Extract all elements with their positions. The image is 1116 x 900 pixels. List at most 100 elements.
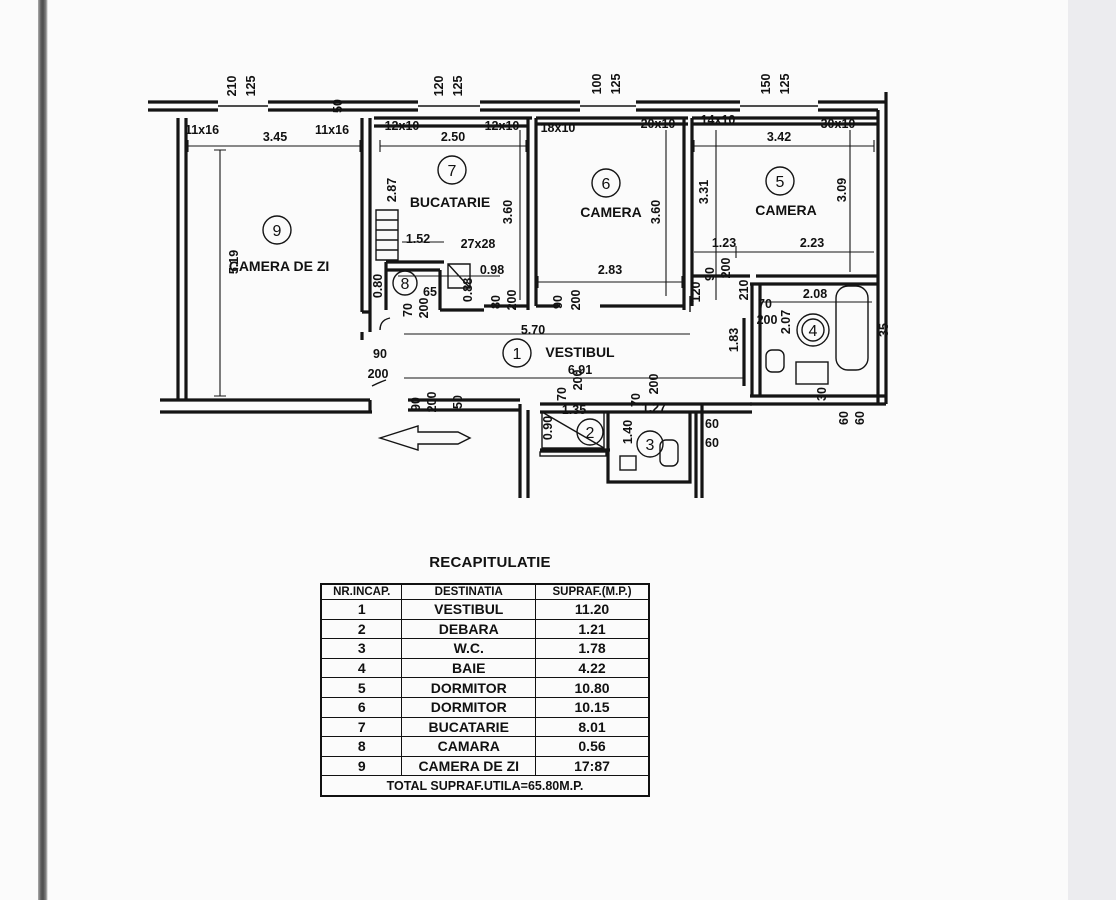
summary-total-row: TOTAL SUPRAF.UTILA=65.80M.P. xyxy=(320,775,650,797)
header-nr: NR.INCAP. xyxy=(320,583,403,600)
room-name-7: BUCATARIE xyxy=(410,194,490,210)
summary-total: TOTAL SUPRAF.UTILA=65.80M.P. xyxy=(320,775,650,797)
svg-text:1.52: 1.52 xyxy=(406,232,430,246)
outer-walls xyxy=(148,92,888,498)
svg-text:30x10: 30x10 xyxy=(821,117,856,131)
svg-text:3.09: 3.09 xyxy=(835,178,849,202)
svg-text:65: 65 xyxy=(423,285,437,299)
svg-text:70: 70 xyxy=(629,393,643,407)
svg-text:60: 60 xyxy=(705,417,719,431)
room-name-9: CAMERA DE ZI xyxy=(229,258,330,274)
svg-text:90: 90 xyxy=(551,295,565,309)
svg-text:80: 80 xyxy=(489,295,503,309)
floor-plan: 9 7 6 5 1 2 3 4 8 CAMERA DE ZI BUCATARIE… xyxy=(148,74,891,498)
binding-edge xyxy=(38,0,48,900)
svg-text:200: 200 xyxy=(417,298,431,319)
svg-text:90: 90 xyxy=(703,267,717,281)
svg-text:125: 125 xyxy=(451,76,465,97)
svg-text:3.60: 3.60 xyxy=(649,200,663,224)
svg-text:120: 120 xyxy=(432,76,446,97)
svg-text:90: 90 xyxy=(409,397,423,411)
svg-text:200: 200 xyxy=(368,367,389,381)
svg-text:14x10: 14x10 xyxy=(701,113,736,127)
svg-text:1.40: 1.40 xyxy=(621,420,635,444)
room-markers: 9 7 6 5 1 2 3 4 8 xyxy=(262,155,825,458)
svg-text:0.90: 0.90 xyxy=(541,416,555,440)
svg-text:30: 30 xyxy=(815,387,829,401)
svg-text:3.45: 3.45 xyxy=(263,130,287,144)
svg-text:0.98: 0.98 xyxy=(480,263,504,277)
svg-text:1.83: 1.83 xyxy=(727,328,741,352)
svg-text:1.35: 1.35 xyxy=(562,403,586,417)
summary-title: RECAPITULATIE xyxy=(429,554,551,571)
room-number-3: 3 xyxy=(646,437,655,454)
beam-labels: 11x16 11x16 12x10 12x10 18x10 20x10 14x1… xyxy=(185,113,855,137)
room-name-6: CAMERA xyxy=(580,204,641,220)
svg-text:18x10: 18x10 xyxy=(541,121,576,135)
interior-walls xyxy=(360,116,878,471)
room-number-7: 7 xyxy=(448,163,457,180)
svg-text:20x10: 20x10 xyxy=(641,117,676,131)
summary-header-row: NR.INCAP. DESTINATIA SUPRAF.(M.P.) xyxy=(320,583,650,600)
svg-text:210: 210 xyxy=(225,76,239,97)
svg-text:200: 200 xyxy=(505,290,519,311)
right-margin xyxy=(1068,0,1116,900)
svg-text:125: 125 xyxy=(778,74,792,95)
svg-text:3.42: 3.42 xyxy=(767,130,791,144)
svg-text:12x10: 12x10 xyxy=(385,119,420,133)
svg-text:125: 125 xyxy=(609,74,623,95)
svg-text:60: 60 xyxy=(705,436,719,450)
svg-text:0.88: 0.88 xyxy=(461,278,475,302)
svg-text:125: 125 xyxy=(244,76,258,97)
room-names: CAMERA DE ZI BUCATARIE CAMERA CAMERA VES… xyxy=(229,194,817,360)
svg-text:120: 120 xyxy=(689,282,703,303)
svg-text:2.08: 2.08 xyxy=(803,287,827,301)
svg-text:5.70: 5.70 xyxy=(521,323,545,337)
svg-text:200: 200 xyxy=(425,392,439,413)
svg-text:70: 70 xyxy=(401,303,415,317)
header-suprafata: SUPRAF.(M.P.) xyxy=(535,583,650,600)
door-labels: 90 200 90 200 50 90 200 80 200 70 200 90… xyxy=(331,99,891,450)
svg-text:2.07: 2.07 xyxy=(779,310,793,334)
room-number-6: 6 xyxy=(602,176,611,193)
room-name-5: CAMERA xyxy=(755,202,816,218)
svg-text:2.87: 2.87 xyxy=(385,178,399,202)
svg-text:70: 70 xyxy=(555,387,569,401)
svg-text:200: 200 xyxy=(757,313,778,327)
svg-text:11x16: 11x16 xyxy=(315,123,349,137)
dimension-texts: 3.45 5.19 2.50 2.87 3.60 1.52 27x28 0.98… xyxy=(227,130,849,444)
svg-text:100: 100 xyxy=(590,74,604,95)
summary-section: RECAPITULATIE NR.INCAP. DESTINATIA SUPRA… xyxy=(320,554,652,798)
room-number-5: 5 xyxy=(776,174,785,191)
svg-text:11x16: 11x16 xyxy=(185,123,219,137)
room-number-1: 1 xyxy=(513,346,522,363)
svg-text:12x10: 12x10 xyxy=(485,119,520,133)
svg-text:6.91: 6.91 xyxy=(568,363,592,377)
svg-text:2.23: 2.23 xyxy=(800,236,824,250)
svg-text:1.23: 1.23 xyxy=(712,236,736,250)
entrance-arrow-icon xyxy=(377,425,472,451)
room-number-4: 4 xyxy=(809,323,818,340)
svg-text:60: 60 xyxy=(837,411,851,425)
svg-text:60: 60 xyxy=(853,411,867,425)
svg-text:150: 150 xyxy=(759,74,773,95)
svg-text:50: 50 xyxy=(451,395,465,409)
room-number-8: 8 xyxy=(401,276,410,293)
room-number-2: 2 xyxy=(586,425,595,442)
svg-text:3.60: 3.60 xyxy=(501,200,515,224)
window-labels: 210 125 120 125 100 125 150 125 xyxy=(225,74,792,97)
svg-text:70: 70 xyxy=(758,297,772,311)
svg-text:35: 35 xyxy=(877,323,891,337)
header-destinatia: DESTINATIA xyxy=(401,583,537,600)
svg-text:200: 200 xyxy=(571,370,585,391)
room-name-1: VESTIBUL xyxy=(545,344,615,360)
svg-text:200: 200 xyxy=(569,290,583,311)
